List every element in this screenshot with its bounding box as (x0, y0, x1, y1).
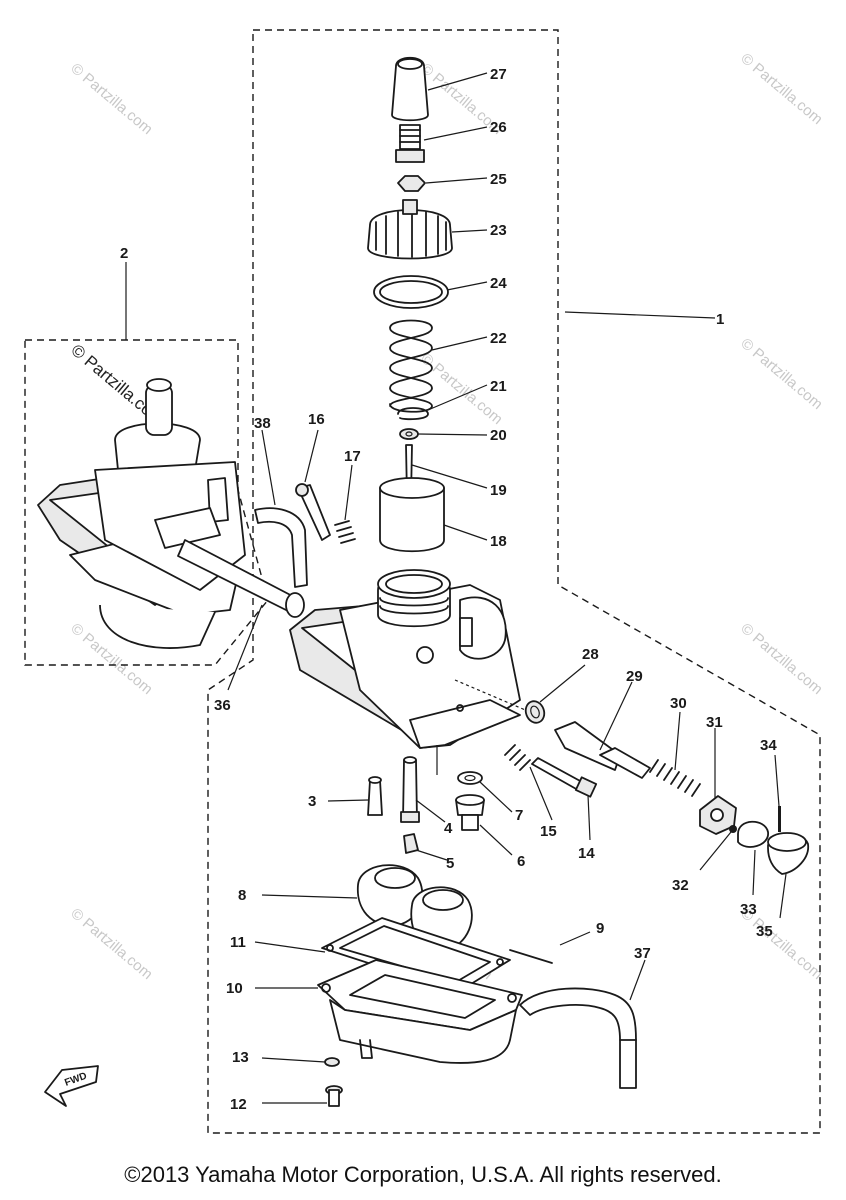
watermark: © Partzilla.com (737, 50, 825, 128)
washer-20[interactable] (399, 428, 419, 440)
callout-19: 19 (490, 482, 507, 499)
starter-plunger-29[interactable] (554, 721, 651, 779)
callout-13: 13 (232, 1049, 249, 1066)
float-pin-9[interactable] (509, 949, 553, 964)
cap-33[interactable] (737, 820, 769, 848)
cable-34[interactable] (778, 806, 781, 832)
callout-27: 27 (490, 66, 507, 83)
callout-18: 18 (490, 533, 507, 550)
nut-32[interactable] (729, 825, 737, 833)
pilot-air-screw-14[interactable] (531, 757, 598, 798)
callout-3: 3 (308, 793, 316, 810)
callout-2: 2 (120, 245, 128, 262)
carburetor-body[interactable] (289, 569, 521, 749)
watermark: © Partzilla.com (67, 60, 155, 138)
needle-clip-21[interactable] (397, 407, 429, 421)
overflow-hose-37[interactable] (519, 987, 637, 1089)
o-ring-28[interactable] (523, 699, 547, 726)
pilot-screw-spring-15[interactable] (504, 744, 531, 771)
washer-13[interactable] (324, 1057, 340, 1067)
callout-24: 24 (490, 275, 507, 292)
callout-33: 33 (740, 901, 757, 918)
callout-7: 7 (515, 807, 523, 824)
callout-20: 20 (490, 427, 507, 444)
plunger-cap-31[interactable] (699, 795, 737, 835)
callout-26: 26 (490, 119, 507, 136)
callout-35: 35 (756, 923, 773, 940)
callout-34: 34 (760, 737, 777, 754)
rubber-cap-27[interactable] (391, 56, 429, 122)
valve-seat-6[interactable] (455, 794, 485, 831)
callout-9: 9 (596, 920, 604, 937)
main-jet-5[interactable] (403, 833, 419, 854)
watermark: © Partzilla.com (737, 620, 825, 698)
callout-22: 22 (490, 330, 507, 347)
washer-7[interactable] (457, 771, 483, 785)
callout-14: 14 (578, 845, 595, 862)
callout-5: 5 (446, 855, 454, 872)
throttle-valve-18[interactable] (379, 477, 445, 553)
callout-37: 37 (634, 945, 651, 962)
callout-36: 36 (214, 697, 231, 714)
hose-38[interactable] (254, 507, 308, 588)
callout-25: 25 (490, 171, 507, 188)
callout-32: 32 (672, 877, 689, 894)
gasket-24[interactable] (373, 275, 449, 309)
watermark: © Partzilla.com (737, 335, 825, 413)
callout-8: 8 (238, 887, 246, 904)
carburetor-assembly-2[interactable] (37, 378, 305, 649)
locknut-25[interactable] (397, 175, 426, 192)
callout-28: 28 (582, 646, 599, 663)
callout-38: 38 (254, 415, 271, 432)
pilot-jet-3[interactable] (367, 776, 383, 816)
callout-1: 1 (716, 311, 724, 328)
needle-jet-4[interactable] (400, 756, 420, 823)
callout-4: 4 (444, 820, 453, 837)
callout-16: 16 (308, 411, 325, 428)
callout-15: 15 (540, 823, 557, 840)
callout-6: 6 (517, 853, 525, 870)
callout-11: 11 (230, 934, 246, 951)
callout-labels: 1 2 3 4 5 6 7 8 9 10 11 12 13 14 15 16 1… (120, 66, 777, 1113)
callout-29: 29 (626, 668, 643, 685)
float-chamber-10[interactable] (317, 959, 523, 1064)
cable-adjuster-26[interactable] (395, 124, 425, 163)
callout-17: 17 (344, 448, 361, 465)
copyright-footer: ©2013 Yamaha Motor Corporation, U.S.A. A… (124, 1162, 722, 1187)
starter-knob-35[interactable] (767, 832, 809, 875)
assembly-boundary (24, 29, 821, 1134)
mixing-chamber-top-23[interactable] (367, 199, 453, 260)
throttle-valve-spring-22[interactable] (389, 319, 433, 413)
watermark: © Partzilla.com (67, 905, 155, 983)
fwd-arrow-icon: FWD (44, 1065, 99, 1107)
plunger-spring-30[interactable] (649, 759, 701, 797)
callout-21: 21 (490, 378, 507, 395)
callout-30: 30 (670, 695, 687, 712)
drain-screw-12[interactable] (325, 1085, 343, 1107)
throttle-stop-screw-16[interactable] (295, 483, 331, 541)
callout-12: 12 (230, 1096, 247, 1113)
callout-31: 31 (706, 714, 723, 731)
spring-17[interactable] (334, 520, 356, 544)
callout-10: 10 (226, 980, 243, 997)
callout-23: 23 (490, 222, 507, 239)
